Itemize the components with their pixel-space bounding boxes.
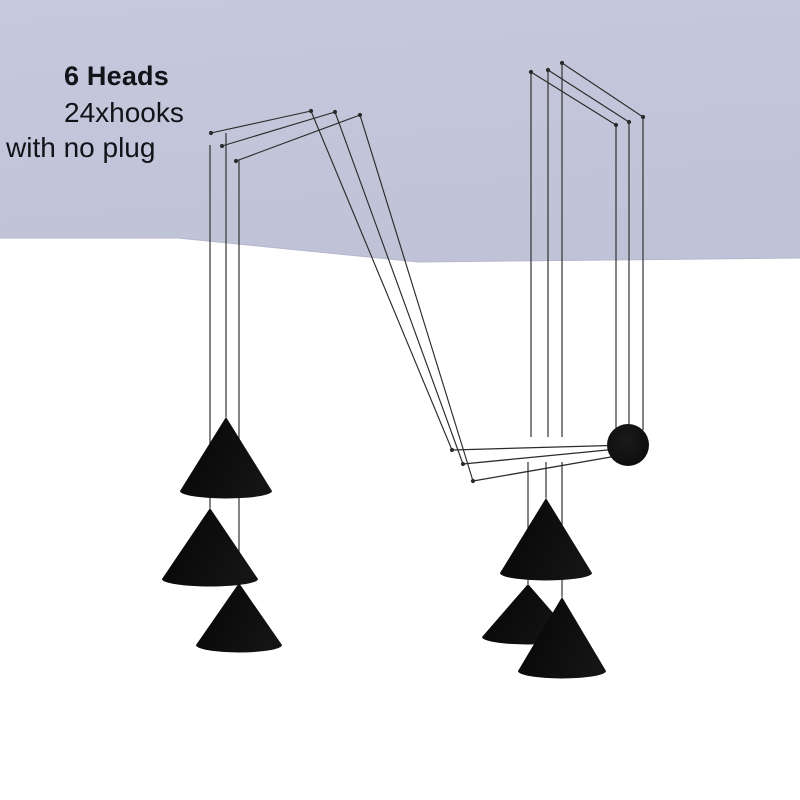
pendant-shade-6 xyxy=(518,597,606,679)
pendant-shade-2 xyxy=(162,508,258,587)
left-rail-bend-hook-1 xyxy=(208,130,214,136)
left-rail-apex-hook-3 xyxy=(357,112,363,118)
right-ceiling-hook-1 xyxy=(528,69,534,75)
pendant-shade-4-body xyxy=(500,498,592,581)
pendant-shade-6-body xyxy=(518,597,606,679)
pendant-shade-4 xyxy=(500,498,592,581)
pendant-shade-1-body xyxy=(180,417,272,499)
right-ceiling-hook-2 xyxy=(545,67,551,73)
left-rail-bend-hook-2 xyxy=(219,143,225,149)
left-rail-bend-hook-3 xyxy=(233,158,239,164)
suspension-wire-layer xyxy=(208,60,646,597)
pendant-shade-3-body xyxy=(196,583,282,653)
right-diagonal-wire-1 xyxy=(530,71,617,126)
ceiling-plane xyxy=(0,0,800,262)
hub-feed-wire-1 xyxy=(451,444,629,451)
right-diagonal-wire-3 xyxy=(561,62,644,118)
pendant-shade-2-body xyxy=(162,508,258,587)
pendant-shade-layer xyxy=(162,417,606,679)
ceiling-canopy-disc xyxy=(607,424,649,466)
pendant-shade-1 xyxy=(180,417,272,499)
pendant-shade-3 xyxy=(196,583,282,653)
hub-feed-wire-3 xyxy=(472,453,629,482)
ceiling-edge-line xyxy=(0,237,800,263)
right-diagonal-wire-2 xyxy=(547,69,630,123)
hub-feed-wire-2 xyxy=(462,447,629,465)
left-rail-apex-hook-2 xyxy=(332,109,338,115)
right-ceiling-hook-3 xyxy=(559,60,565,66)
left-rail-apex-hook-1 xyxy=(308,108,314,114)
